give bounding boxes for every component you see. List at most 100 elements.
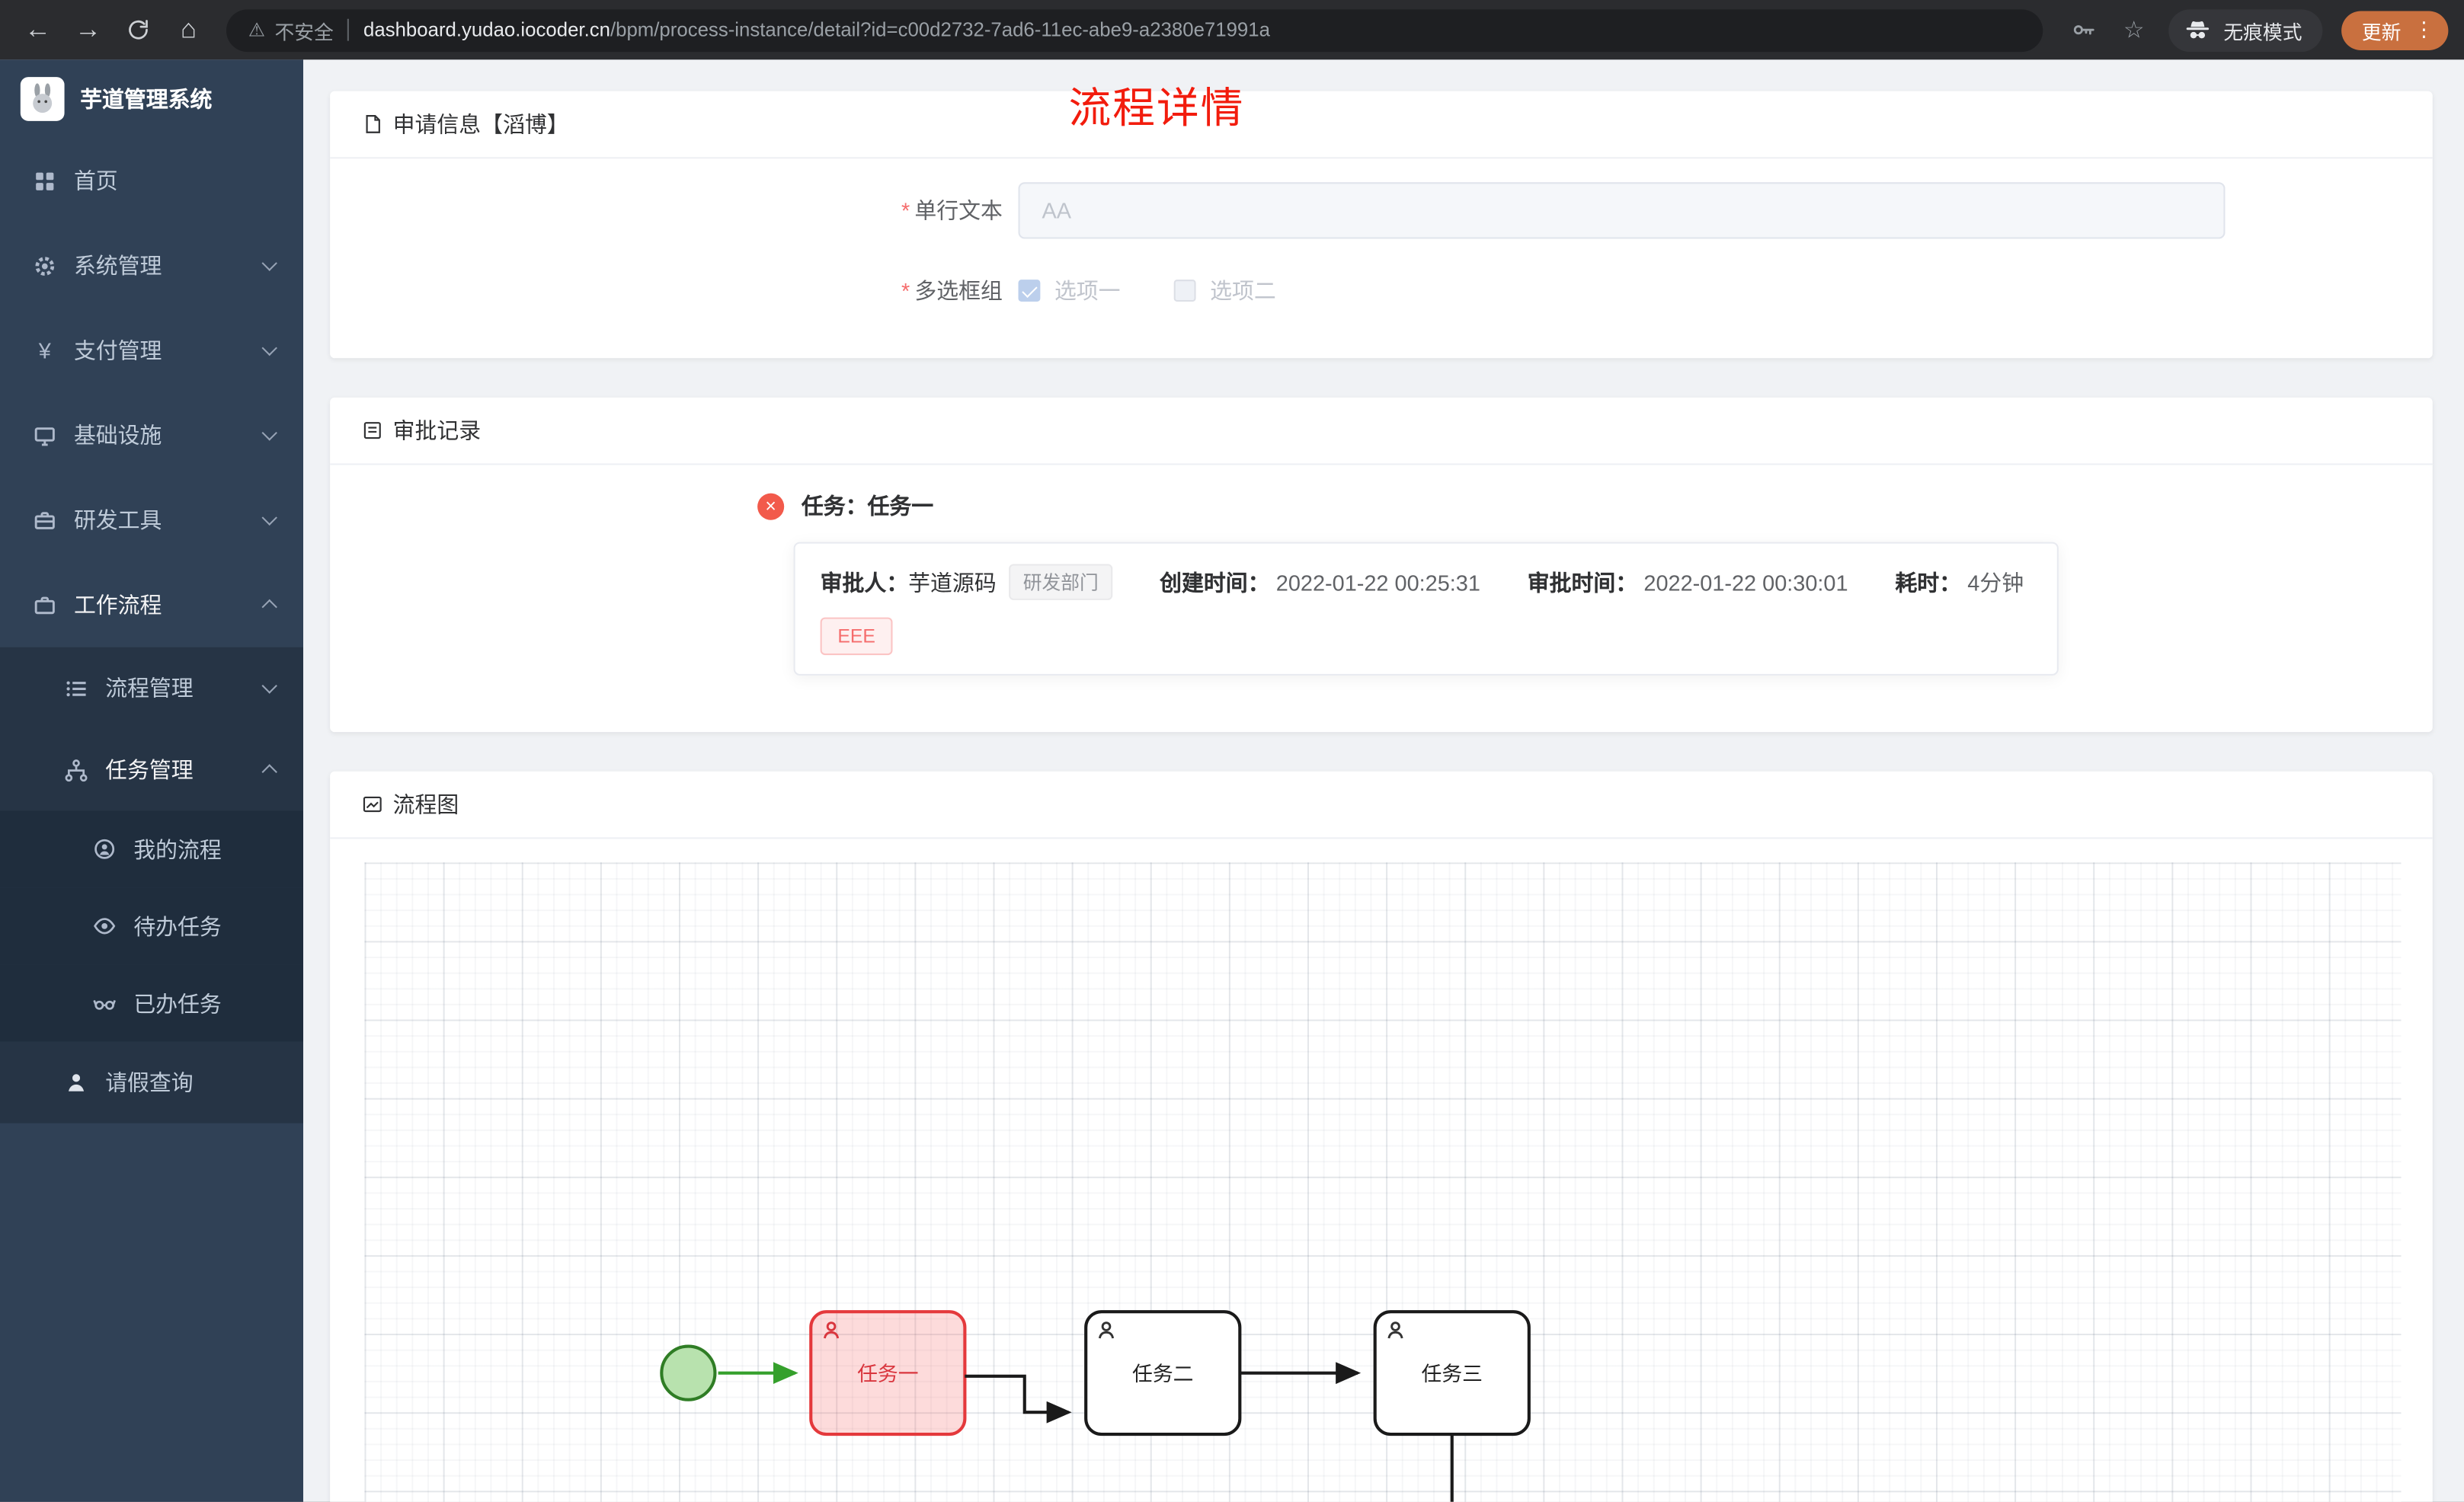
sidebar-item-label: 支付管理	[73, 337, 162, 363]
created-time-label: 创建时间：	[1160, 569, 1270, 595]
sidebar-item-label: 基础设施	[73, 422, 162, 448]
rabbit-logo-icon	[33, 83, 53, 113]
approval-records-card: 审批记录 × 任务：任务一 审批人： 芋道源码 研发部门 创建时间： 2022-…	[330, 397, 2433, 733]
briefcase-icon	[31, 593, 58, 617]
person-circle-icon	[91, 837, 118, 861]
incognito-label: 无痕模式	[2223, 21, 2302, 43]
card-header-label: 审批记录	[392, 417, 482, 443]
record-icon	[363, 422, 381, 439]
sidebar: 芋道管理系统 首页 系统管理 ¥	[0, 59, 304, 1502]
sidebar-item-label: 任务管理	[105, 757, 194, 783]
sidebar-item-label: 工作流程	[73, 592, 162, 618]
incognito-badge[interactable]: 无痕模式	[2168, 8, 2323, 52]
approved-time-label: 审批时间：	[1527, 569, 1638, 595]
chevron-down-icon	[261, 340, 277, 356]
browser-menu-icon[interactable]: ⋮	[2414, 17, 2434, 41]
bookmark-button[interactable]: ☆	[2112, 8, 2156, 52]
key-icon	[2073, 25, 2094, 35]
sidebar-item-home[interactable]: 首页	[0, 139, 303, 223]
back-button[interactable]: ←	[16, 8, 60, 52]
field-label: *多选框组	[901, 278, 1003, 304]
glasses-icon	[91, 991, 118, 1015]
sidebar-item-label: 流程管理	[105, 675, 194, 701]
card-header-label: 流程图	[392, 791, 459, 817]
card-header-label: 申请信息【滔博】	[392, 111, 569, 137]
flow-branch-icon	[63, 758, 90, 781]
required-mark: *	[901, 197, 910, 223]
checkbox-checked-icon	[1018, 280, 1041, 302]
bpmn-canvas[interactable]: 任务一 任务二 任务三	[364, 862, 2402, 1502]
app-title: 芋道管理系统	[80, 86, 213, 112]
back-icon: ←	[24, 14, 52, 44]
browser-update-button[interactable]: 更新 ⋮	[2341, 10, 2449, 50]
home-button[interactable]: ⌂	[167, 8, 211, 52]
bpmn-task-3[interactable]: 任务三	[1373, 1310, 1531, 1436]
home-icon: ⌂	[180, 14, 197, 44]
form-row-text: *单行文本	[330, 182, 2433, 239]
task-label: 任务二	[1132, 1363, 1193, 1385]
yen-icon: ¥	[38, 337, 51, 363]
sidebar-item-payment[interactable]: ¥ 支付管理	[0, 308, 303, 392]
url-text: dashboard.yudao.iocoder.cn/bpm/process-i…	[363, 19, 2021, 41]
url-bar[interactable]: ⚠ 不安全 dashboard.yudao.iocoder.cn/bpm/pro…	[226, 8, 2043, 52]
sidebar-item-process-management[interactable]: 流程管理	[0, 647, 304, 729]
chevron-down-icon	[261, 510, 277, 526]
checkbox-option-2: 选项二	[1173, 275, 1276, 306]
sidebar-item-todo-tasks[interactable]: 待办任务	[0, 887, 304, 965]
sidebar-item-label: 已办任务	[133, 990, 222, 1016]
bpmn-start-event[interactable]	[660, 1344, 717, 1401]
task-title: 任务：任务一	[801, 493, 934, 519]
approval-detail-card: 审批人： 芋道源码 研发部门 创建时间： 2022-01-22 00:25:31…	[793, 542, 2059, 676]
list-icon	[63, 676, 90, 700]
checkbox-unchecked-icon	[1173, 280, 1196, 302]
approval-comment-tag: EEE	[820, 617, 893, 656]
sidebar-item-infra[interactable]: 基础设施	[0, 393, 303, 478]
sidebar-item-label: 我的流程	[133, 836, 222, 862]
sidebar-item-done-tasks[interactable]: 已办任务	[0, 964, 304, 1042]
browser-chrome: ← → ⌂ ⚠ 不安全 dashboard.yudao.iocoder.cn/b…	[0, 0, 2464, 60]
error-status-icon: ×	[757, 492, 785, 519]
page-title: 流程详情	[1068, 85, 1245, 133]
form-row-checkboxes: *多选框组 选项一 选项二	[330, 275, 2433, 306]
application-info-header: 申请信息【滔博】	[330, 91, 2433, 159]
not-secure-warning-icon: ⚠	[248, 18, 266, 41]
update-label: 更新	[2361, 21, 2402, 43]
forward-button[interactable]: →	[66, 8, 110, 52]
person-icon	[63, 1071, 90, 1095]
url-domain: dashboard.yudao.iocoder.cn	[363, 18, 610, 41]
bpmn-flow-task1-to-task2	[965, 1374, 1072, 1424]
process-diagram-card: 流程图	[330, 771, 2433, 1502]
created-time-value: 2022-01-22 00:25:31	[1275, 569, 1480, 595]
diagram-icon	[363, 796, 382, 813]
forward-icon: →	[74, 14, 102, 44]
refresh-button[interactable]	[117, 8, 161, 52]
toolbox-icon	[31, 508, 58, 532]
url-path: /bpm/process-instance/detail?id=c00d2732…	[610, 18, 1270, 41]
approved-time-value: 2022-01-22 00:30:01	[1643, 569, 1848, 595]
logo-avatar	[20, 77, 65, 121]
not-secure-label: 不安全	[274, 21, 334, 43]
app-logo[interactable]: 芋道管理系统	[0, 59, 303, 138]
bpmn-diagram: 任务一 任务二 任务三	[660, 1310, 1531, 1502]
sidebar-item-workflow[interactable]: 工作流程	[0, 562, 303, 647]
sidebar-item-my-process[interactable]: 我的流程	[0, 810, 304, 888]
task-label: 任务一	[857, 1363, 918, 1385]
bpmn-task-2[interactable]: 任务二	[1084, 1310, 1242, 1436]
chevron-down-icon	[261, 255, 277, 271]
gear-icon	[31, 254, 58, 277]
task-label: 任务三	[1422, 1363, 1483, 1385]
sidebar-item-system[interactable]: 系统管理	[0, 223, 303, 308]
omnibox-divider	[347, 18, 350, 41]
sidebar-menu: 首页 系统管理 ¥ 支付管理	[0, 139, 304, 1123]
refresh-icon	[129, 20, 148, 40]
sidebar-item-task-management[interactable]: 任务管理	[0, 729, 304, 811]
chevron-up-icon	[261, 599, 277, 615]
sidebar-item-devtools[interactable]: 研发工具	[0, 478, 303, 562]
main-content: 流程详情 申请信息【滔博】 *单行文本 *多选框组 选项一	[303, 59, 2464, 1502]
sidebar-item-leave-query[interactable]: 请假查询	[0, 1041, 304, 1123]
chevron-down-icon	[261, 678, 277, 694]
document-icon	[366, 115, 380, 133]
password-key-button[interactable]	[2062, 8, 2106, 52]
bpmn-task-1-highlighted[interactable]: 任务一	[809, 1310, 967, 1436]
approver-name: 芋道源码	[908, 569, 997, 595]
